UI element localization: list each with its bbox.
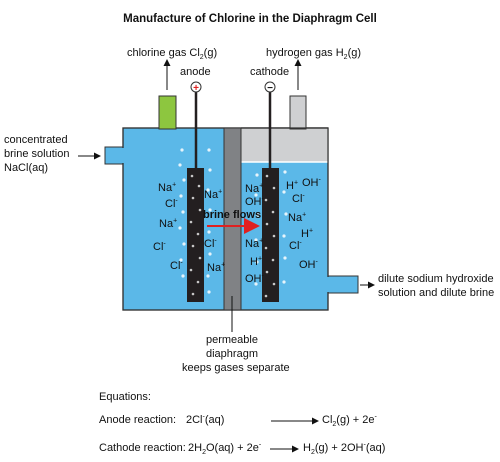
anode-sign: +	[193, 83, 199, 94]
ion-na: Na+	[159, 217, 178, 230]
chlorine-outlet-tube	[158, 95, 177, 130]
equations-heading: Equations:	[99, 391, 151, 403]
ion-h: H+	[250, 255, 263, 268]
inlet-label: concentrated brine solution NaCl(aq)	[4, 133, 69, 175]
chlorine-gas-label: chlorine gas Cl2(g)	[127, 47, 218, 62]
ion-cl: Cl-	[170, 259, 183, 272]
inlet-label-line3: NaCl(aq)	[4, 162, 49, 174]
hydrogen-outlet-tube	[289, 95, 307, 130]
anode-electrode	[187, 168, 204, 302]
diaphragm-label-line1: permeable	[206, 334, 258, 346]
anode-terminal	[190, 81, 202, 93]
ion-cl: Cl-	[204, 237, 217, 250]
ion-na: Na+	[207, 261, 226, 274]
ion-cl: Cl-	[292, 192, 305, 205]
cathode-label: cathode	[250, 66, 290, 78]
gas-space	[241, 128, 328, 162]
anode-reaction-label: Anode reaction:	[99, 414, 177, 426]
ion-na: Na+	[158, 181, 177, 194]
cathode-texture	[264, 174, 276, 298]
cathode-sign: −	[267, 83, 273, 94]
ion-h: H+	[301, 227, 314, 240]
outlet-label: dilute sodium hydroxide solution and dil…	[378, 272, 494, 300]
cathode-reaction-rhs: H2(g) + 2OH-(aq)	[303, 441, 386, 457]
ion-na: Na+	[245, 182, 264, 195]
outlet-label-line1: dilute sodium hydroxide	[378, 273, 494, 285]
brine-flows-label: brine flows	[203, 209, 262, 221]
ion-na: Na+	[204, 188, 223, 201]
inlet-label-line2: brine solution	[4, 148, 70, 160]
outlet-joint	[326, 277, 329, 292]
anode-reaction-lhs: 2Cl-(aq)	[186, 413, 225, 426]
cathode-reaction-label: Cathode reaction:	[99, 442, 186, 454]
anode-texture	[189, 174, 202, 296]
ion-cl: Cl-	[289, 239, 302, 252]
anode-label: anode	[180, 66, 211, 78]
anode-reaction-rhs: Cl2(g) + 2e-	[322, 413, 377, 429]
ion-oh: OH-	[302, 176, 321, 189]
ion-cl: Cl-	[165, 197, 178, 210]
ion-cl: Cl-	[153, 240, 166, 253]
diagram-title: Manufacture of Chlorine in the Diaphragm…	[123, 13, 377, 25]
ion-h: H+	[286, 179, 299, 192]
outlet-label-line2: solution and dilute brine	[378, 287, 495, 299]
ion-oh: OH-	[245, 272, 264, 285]
hydrogen-gas-label: hydrogen gas H2(g)	[266, 47, 362, 62]
diaphragm-label-line3: keeps gases separate	[182, 362, 290, 374]
cathode-terminal	[264, 81, 276, 93]
ion-na: Na+	[288, 211, 307, 224]
inlet-label-line1: concentrated	[4, 134, 68, 146]
ion-oh: OH-	[245, 195, 264, 208]
cathode-reaction-lhs: 2H2O(aq) + 2e-	[188, 441, 262, 457]
diaphragm-label-line2: diaphragm	[206, 348, 258, 360]
ion-na: Na+	[245, 237, 264, 250]
inlet-joint	[122, 148, 125, 163]
ion-oh: OH-	[299, 258, 318, 271]
cathode-electrode	[262, 168, 279, 302]
gas-bubbles	[178, 148, 288, 294]
diaphragm-label: permeable diaphragm keeps gases separate	[182, 333, 290, 375]
outlet-pipe	[324, 275, 359, 294]
